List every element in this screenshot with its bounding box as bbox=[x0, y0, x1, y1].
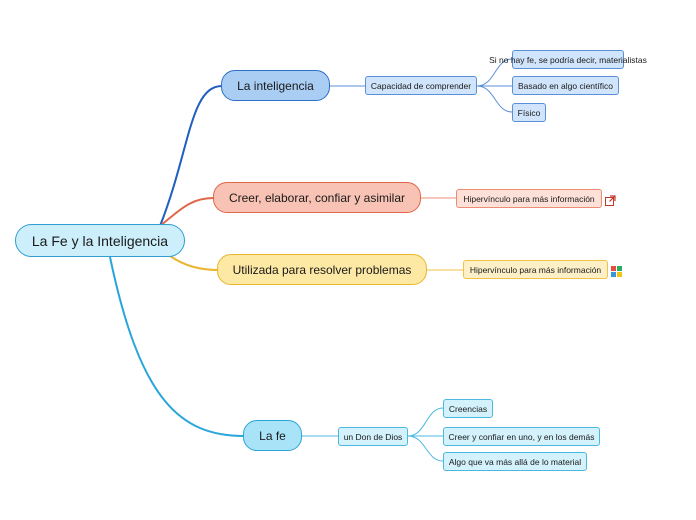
hyperlink-utilizada[interactable]: Hipervínculo para más información bbox=[463, 260, 608, 279]
hyperlink-creer[interactable]: Hipervínculo para más información bbox=[456, 189, 602, 208]
connector-root-fe bbox=[109, 256, 245, 437]
topic-inteligencia[interactable]: La inteligencia bbox=[221, 70, 330, 101]
external-link-icon[interactable] bbox=[605, 193, 616, 206]
leaf-fisico[interactable]: Físico bbox=[512, 103, 546, 122]
grid-app-icon[interactable] bbox=[611, 264, 622, 277]
connector-leaf-1 bbox=[476, 58, 513, 87]
connector-leaf-3 bbox=[476, 85, 513, 113]
leaf-creencias[interactable]: Creencias bbox=[443, 399, 493, 418]
connector-root-creer bbox=[159, 197, 215, 227]
connector-root-inteligencia bbox=[159, 85, 223, 227]
leaf-creer-confiar[interactable]: Creer y confiar en uno, y en los demás bbox=[443, 427, 600, 446]
connector-leaf-6 bbox=[407, 435, 444, 462]
subtopic-don-de-dios[interactable]: un Don de Dios bbox=[338, 427, 408, 446]
root-topic[interactable]: La Fe y la Inteligencia bbox=[15, 224, 185, 257]
leaf-cientifico[interactable]: Basado en algo científico bbox=[512, 76, 619, 95]
leaf-mas-alla[interactable]: Algo que va más allá de lo material bbox=[443, 452, 587, 471]
subtopic-capacidad[interactable]: Capacidad de comprender bbox=[365, 76, 477, 95]
topic-utilizada[interactable]: Utilizada para resolver problemas bbox=[217, 254, 427, 285]
topic-creer[interactable]: Creer, elaborar, confiar y asimilar bbox=[213, 182, 421, 213]
connector-leaf-4 bbox=[407, 407, 444, 437]
topic-fe[interactable]: La fe bbox=[243, 420, 302, 451]
leaf-materialistas[interactable]: Si no hay fe, se podría decir, materiali… bbox=[489, 50, 647, 69]
connector-root-utilizada bbox=[169, 255, 219, 271]
